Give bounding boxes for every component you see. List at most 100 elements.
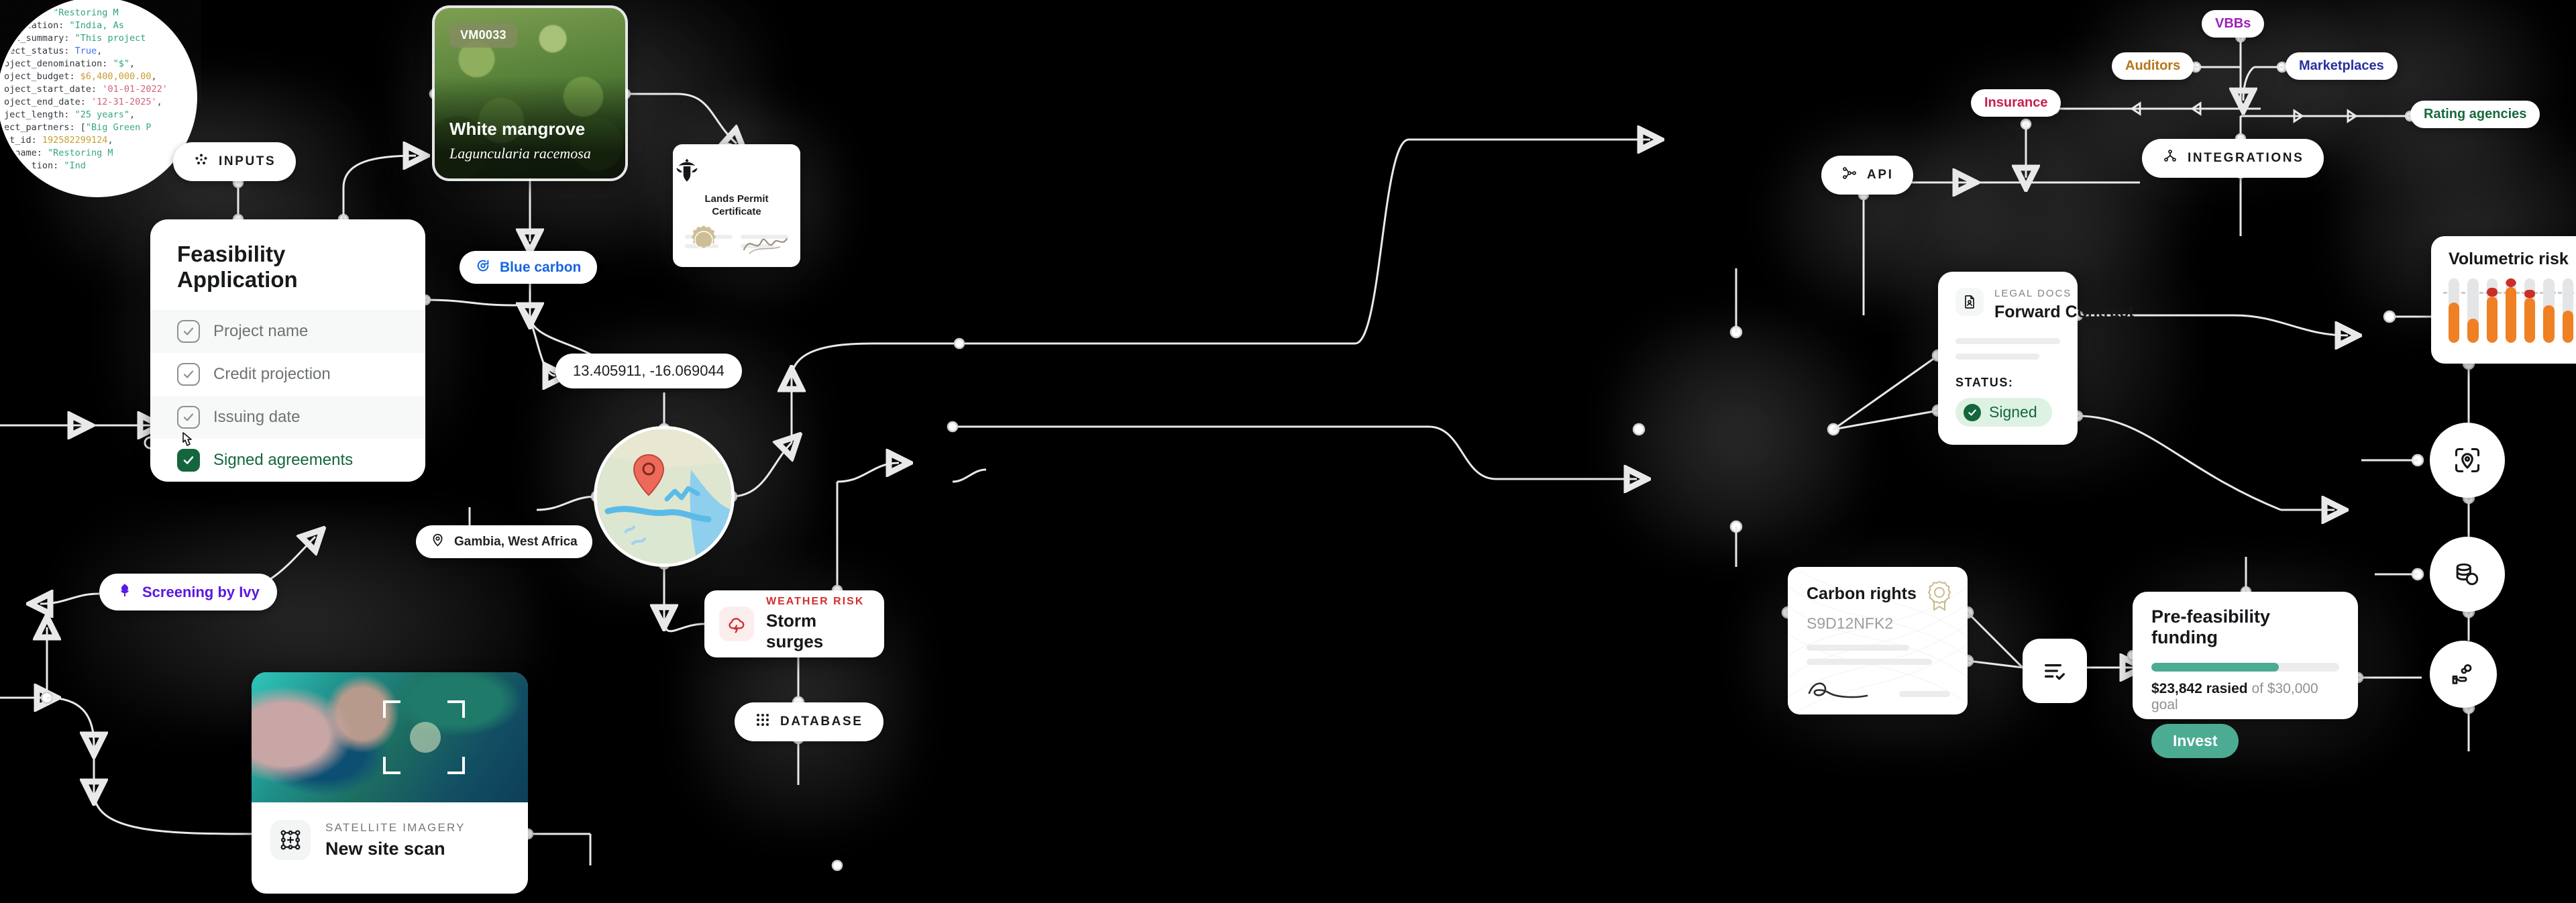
tag-vbbs[interactable]: VBBs: [2202, 10, 2265, 38]
tag-auditors[interactable]: Auditors: [2112, 52, 2194, 80]
forward-contract-title: Forward Contract: [1994, 303, 2135, 321]
tag-label: Insurance: [1984, 95, 2048, 110]
inputs-dots-icon: [193, 152, 209, 172]
database-dots-icon: [755, 712, 771, 732]
funding-title: Pre-feasibility funding: [2151, 606, 2271, 647]
tag-label: Marketplaces: [2299, 58, 2384, 73]
tag-marketplaces[interactable]: Marketplaces: [2286, 52, 2398, 80]
signature-icon: [743, 237, 788, 254]
weather-risk-card[interactable]: WEATHER RISK Storm surges: [704, 590, 884, 657]
forward-contract-card[interactable]: LEGAL DOCS Forward Contract STATUS: Sign…: [1938, 272, 2134, 445]
placeholder-lines: [1938, 322, 2078, 360]
mouse-cursor-icon: [182, 432, 192, 446]
blue-carbon-icon: [476, 258, 490, 276]
chart-title: Volumetric risk: [2449, 250, 2569, 268]
carbon-rights-code: S9D12NFK2: [1807, 615, 1894, 632]
species-card[interactable]: VM0033 White mangrove Laguncularia racem…: [435, 8, 625, 178]
satellite-imagery-card[interactable]: SATELLITE IMAGERY New site scan: [252, 672, 528, 894]
status-label: STATUS:: [1955, 376, 2014, 389]
location-map-thumbnail[interactable]: [597, 429, 731, 564]
chart-bar: [2449, 278, 2460, 343]
database-pill-label: DATABASE: [780, 714, 863, 729]
progress-bar: [2151, 663, 2339, 672]
inputs-pill-label: INPUTS: [219, 154, 276, 168]
coordinates-pill[interactable]: 13.405911, -16.069044: [555, 354, 742, 388]
satellite-title: New site scan: [325, 838, 445, 859]
tag-label: Rating agencies: [2424, 107, 2527, 121]
status-badge: VM0033: [449, 23, 517, 48]
tag-label: Auditors: [2125, 58, 2181, 73]
funding-goal: of $30,000 goal: [2151, 681, 2318, 712]
integrations-nodes-icon: [2162, 148, 2178, 168]
weather-risk-kicker: WEATHER RISK: [766, 596, 865, 607]
species-scientific-name: Laguncularia racemosa: [449, 145, 591, 162]
checklist-item-label: Credit projection: [213, 365, 331, 383]
checklist-item-project-name[interactable]: Project name: [150, 310, 425, 353]
chart-bar: [2486, 278, 2498, 343]
checklist-item-label: Project name: [213, 322, 309, 340]
map-graphic: [597, 429, 731, 564]
check-icon: [177, 449, 200, 472]
checklist-item-signed-agreements[interactable]: Signed agreements: [150, 439, 425, 482]
rail-button-geo-scan[interactable]: [2430, 423, 2505, 498]
checklist-item-issuing-date[interactable]: Issuing date: [150, 396, 425, 439]
integrations-pill-label: INTEGRATIONS: [2188, 151, 2304, 165]
tag-insurance[interactable]: Insurance: [1971, 89, 2061, 117]
pre-feasibility-funding-card[interactable]: Pre-feasibility funding $23,842 rasied o…: [2133, 592, 2358, 758]
volumetric-risk-chart-card: Volumetric risk: [2431, 236, 2576, 364]
invest-button[interactable]: Invest: [2151, 724, 2239, 758]
integrations-pill[interactable]: INTEGRATIONS: [2142, 139, 2324, 178]
screening-label: Screening by Ivy: [142, 583, 260, 600]
tag-rating-agencies[interactable]: Rating agencies: [2410, 101, 2540, 128]
checklist-item-label: Issuing date: [213, 408, 301, 426]
chart-bar: [2524, 278, 2536, 343]
satellite-kicker: SATELLITE IMAGERY: [325, 820, 466, 834]
status-value: Signed: [1989, 403, 2037, 421]
chart-bars: [2431, 269, 2576, 343]
satellite-photo: [252, 672, 528, 802]
feasibility-application-card: Feasibility Application Project name Cre…: [150, 219, 425, 482]
blue-carbon-pill[interactable]: Blue carbon: [460, 251, 598, 284]
chart-bar: [2562, 278, 2573, 343]
check-icon: [177, 320, 200, 343]
rail-button-coins[interactable]: [2430, 537, 2505, 612]
placeholder-line: [1899, 691, 1950, 697]
location-label: Gambia, West Africa: [454, 534, 578, 549]
geo-scan-icon: [2455, 447, 2480, 473]
list-check-button[interactable]: [2023, 639, 2087, 703]
carbon-rights-card[interactable]: Carbon rights S9D12NFK2: [1788, 567, 1968, 714]
funding-summary: $23,842 rasied of $30,000 goal: [2133, 672, 2358, 713]
screening-pill[interactable]: Screening by Ivy: [99, 574, 277, 610]
placeholder-lines: [1788, 633, 1968, 665]
guilloche-pattern: [1788, 567, 1968, 714]
check-icon: [177, 363, 200, 386]
seal-icon: [692, 225, 716, 250]
scan-frame-icon: [270, 820, 311, 860]
hand-coin-icon: [2452, 664, 2472, 684]
carbon-rights-title: Carbon rights: [1807, 584, 1917, 603]
database-pill[interactable]: DATABASE: [735, 702, 883, 741]
check-icon: [177, 406, 200, 429]
coordinates-label: 13.405911, -16.069044: [573, 362, 724, 379]
checklist-item-credit-projection[interactable]: Credit projection: [150, 353, 425, 396]
signature-icon: [1808, 682, 1868, 698]
species-name: White mangrove: [449, 119, 586, 139]
status-badge: Signed: [1955, 398, 2052, 427]
blue-carbon-label: Blue carbon: [500, 259, 582, 275]
document-person-icon: [1955, 288, 1984, 316]
api-pill[interactable]: API: [1821, 156, 1914, 195]
rail-button-hand-coin[interactable]: [2430, 641, 2497, 708]
leaf-icon: [117, 582, 133, 602]
api-pill-label: API: [1867, 168, 1894, 182]
check-icon: [1964, 403, 1981, 421]
weather-risk-title: Storm surges: [766, 610, 824, 651]
funding-raised: $23,842 rasied: [2151, 681, 2248, 696]
inputs-pill[interactable]: INPUTS: [173, 142, 297, 181]
location-pill[interactable]: Gambia, West Africa: [416, 525, 592, 558]
progress-fill: [2151, 663, 2279, 672]
tag-label: VBBs: [2215, 16, 2251, 31]
scan-frame-overlay: [383, 700, 465, 774]
chart-bar: [2467, 278, 2479, 343]
